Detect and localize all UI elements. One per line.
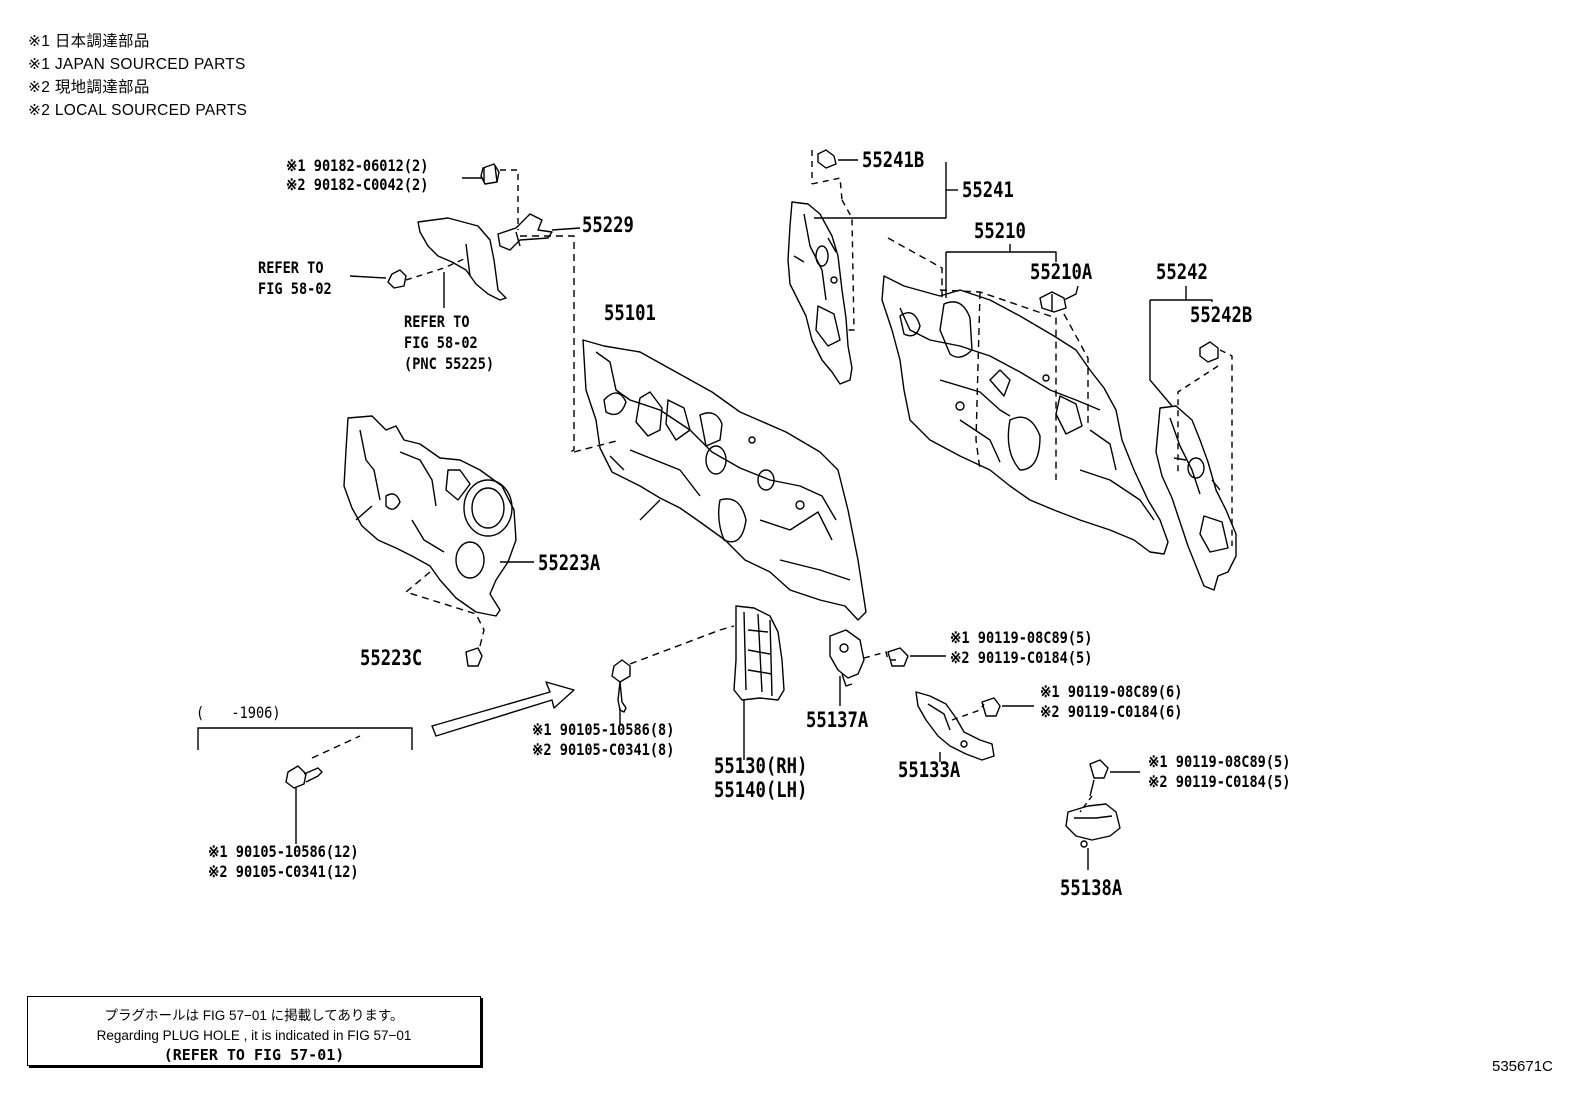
fastener-label[interactable]: ※2 90182-C0042(2): [286, 175, 429, 194]
fastener-label[interactable]: ※1 90182-06012(2): [286, 156, 429, 175]
fastener-label[interactable]: ※2 90119-C0184(5): [1148, 772, 1291, 791]
part-label-55101[interactable]: 55101: [604, 301, 656, 325]
note-line-jp: プラグホールは FIG 57−01 に掲載してあります。: [104, 1008, 404, 1023]
fastener-label[interactable]: ※2 90105-C0341(12): [208, 862, 359, 881]
shield-fig58: [417, 217, 507, 301]
reference-label[interactable]: (PNC 55225): [404, 354, 495, 373]
clip-55210a: [1039, 291, 1067, 313]
part-label-55223c[interactable]: 55223C: [360, 646, 423, 670]
fastener-label[interactable]: ※1 90119-08C89(5): [1148, 752, 1291, 771]
part-label-55138a[interactable]: 55138A: [1060, 876, 1123, 900]
insulator-55242: [1155, 405, 1237, 591]
bracket-55133a: [915, 691, 995, 761]
part-label-55241[interactable]: 55241: [962, 178, 1014, 202]
plug-hole-note: プラグホールは FIG 57−01 に掲載してあります。 Regarding P…: [27, 996, 481, 1066]
legend-line: ※1 日本調達部品: [28, 33, 150, 50]
part-label-55210a[interactable]: 55210A: [1030, 260, 1093, 284]
note-reference[interactable]: (REFER TO FIG 57-01): [163, 1046, 345, 1064]
bolt-90119-6: [981, 697, 1001, 717]
fastener-label[interactable]: ※2 90105-C0341(8): [532, 740, 675, 759]
figure-id: 535671C: [1492, 1058, 1553, 1075]
range-label: ( -1906): [196, 703, 281, 722]
fastener-label[interactable]: ※1 90105-10586(8): [532, 720, 675, 739]
insulator-55101: [582, 339, 867, 621]
bolt-90105-12: [285, 765, 323, 789]
clip-55241b: [817, 149, 837, 169]
part-label-55137a[interactable]: 55137A: [806, 708, 869, 732]
fastener-label[interactable]: ※1 90119-08C89(6): [1040, 682, 1183, 701]
bolt-90182: [480, 163, 500, 185]
part-label-55242[interactable]: 55242: [1156, 260, 1208, 284]
part-label-55229[interactable]: 55229: [582, 213, 634, 237]
bracket-55137a: [829, 629, 865, 687]
legend: ※1 日本調達部品 ※1 JAPAN SOURCED PARTS ※2 現地調達…: [28, 30, 247, 122]
bolt-90119-5b: [1089, 759, 1109, 797]
legend-line: ※2 LOCAL SOURCED PARTS: [28, 102, 248, 119]
clip-55242b: [1199, 341, 1219, 363]
reference-label[interactable]: REFER TO: [258, 258, 324, 277]
insulator-55223a: [343, 415, 517, 617]
part-label-55133a[interactable]: 55133A: [898, 758, 961, 782]
part-label-55223a[interactable]: 55223A: [538, 551, 601, 575]
part-label-55241b[interactable]: 55241B: [862, 148, 925, 172]
part-label-55140[interactable]: 55140(LH): [714, 778, 808, 802]
reference-label[interactable]: REFER TO: [404, 312, 470, 331]
part-label-55242b[interactable]: 55242B: [1190, 303, 1253, 327]
reference-label[interactable]: FIG 58-02: [258, 279, 332, 298]
bracket-55138a: [1065, 803, 1121, 848]
bracket-55229: [497, 213, 553, 251]
note-line-en: Regarding PLUG HOLE , it is indicated in…: [96, 1028, 412, 1043]
part-label-55130[interactable]: 55130(RH): [714, 754, 808, 778]
legend-line: ※2 現地調達部品: [28, 79, 150, 96]
insulator-55210: [881, 275, 1169, 555]
fastener-label[interactable]: ※2 90119-C0184(6): [1040, 702, 1183, 721]
part-label-55210[interactable]: 55210: [974, 219, 1026, 243]
insulator-55241: [787, 201, 853, 385]
bolt-90119-5a: [887, 647, 909, 667]
clip-55223c: [465, 647, 483, 667]
bolt-90105-8: [611, 659, 631, 713]
legend-line: ※1 JAPAN SOURCED PARTS: [28, 56, 246, 73]
reference-label[interactable]: FIG 58-02: [404, 333, 478, 352]
fastener-label[interactable]: ※1 90119-08C89(5): [950, 628, 1093, 647]
fastener-label[interactable]: ※2 90119-C0184(5): [950, 648, 1093, 667]
direction-arrow: [431, 681, 575, 737]
fastener-label[interactable]: ※1 90105-10586(12): [208, 842, 359, 861]
bracket-55130: [733, 605, 785, 701]
